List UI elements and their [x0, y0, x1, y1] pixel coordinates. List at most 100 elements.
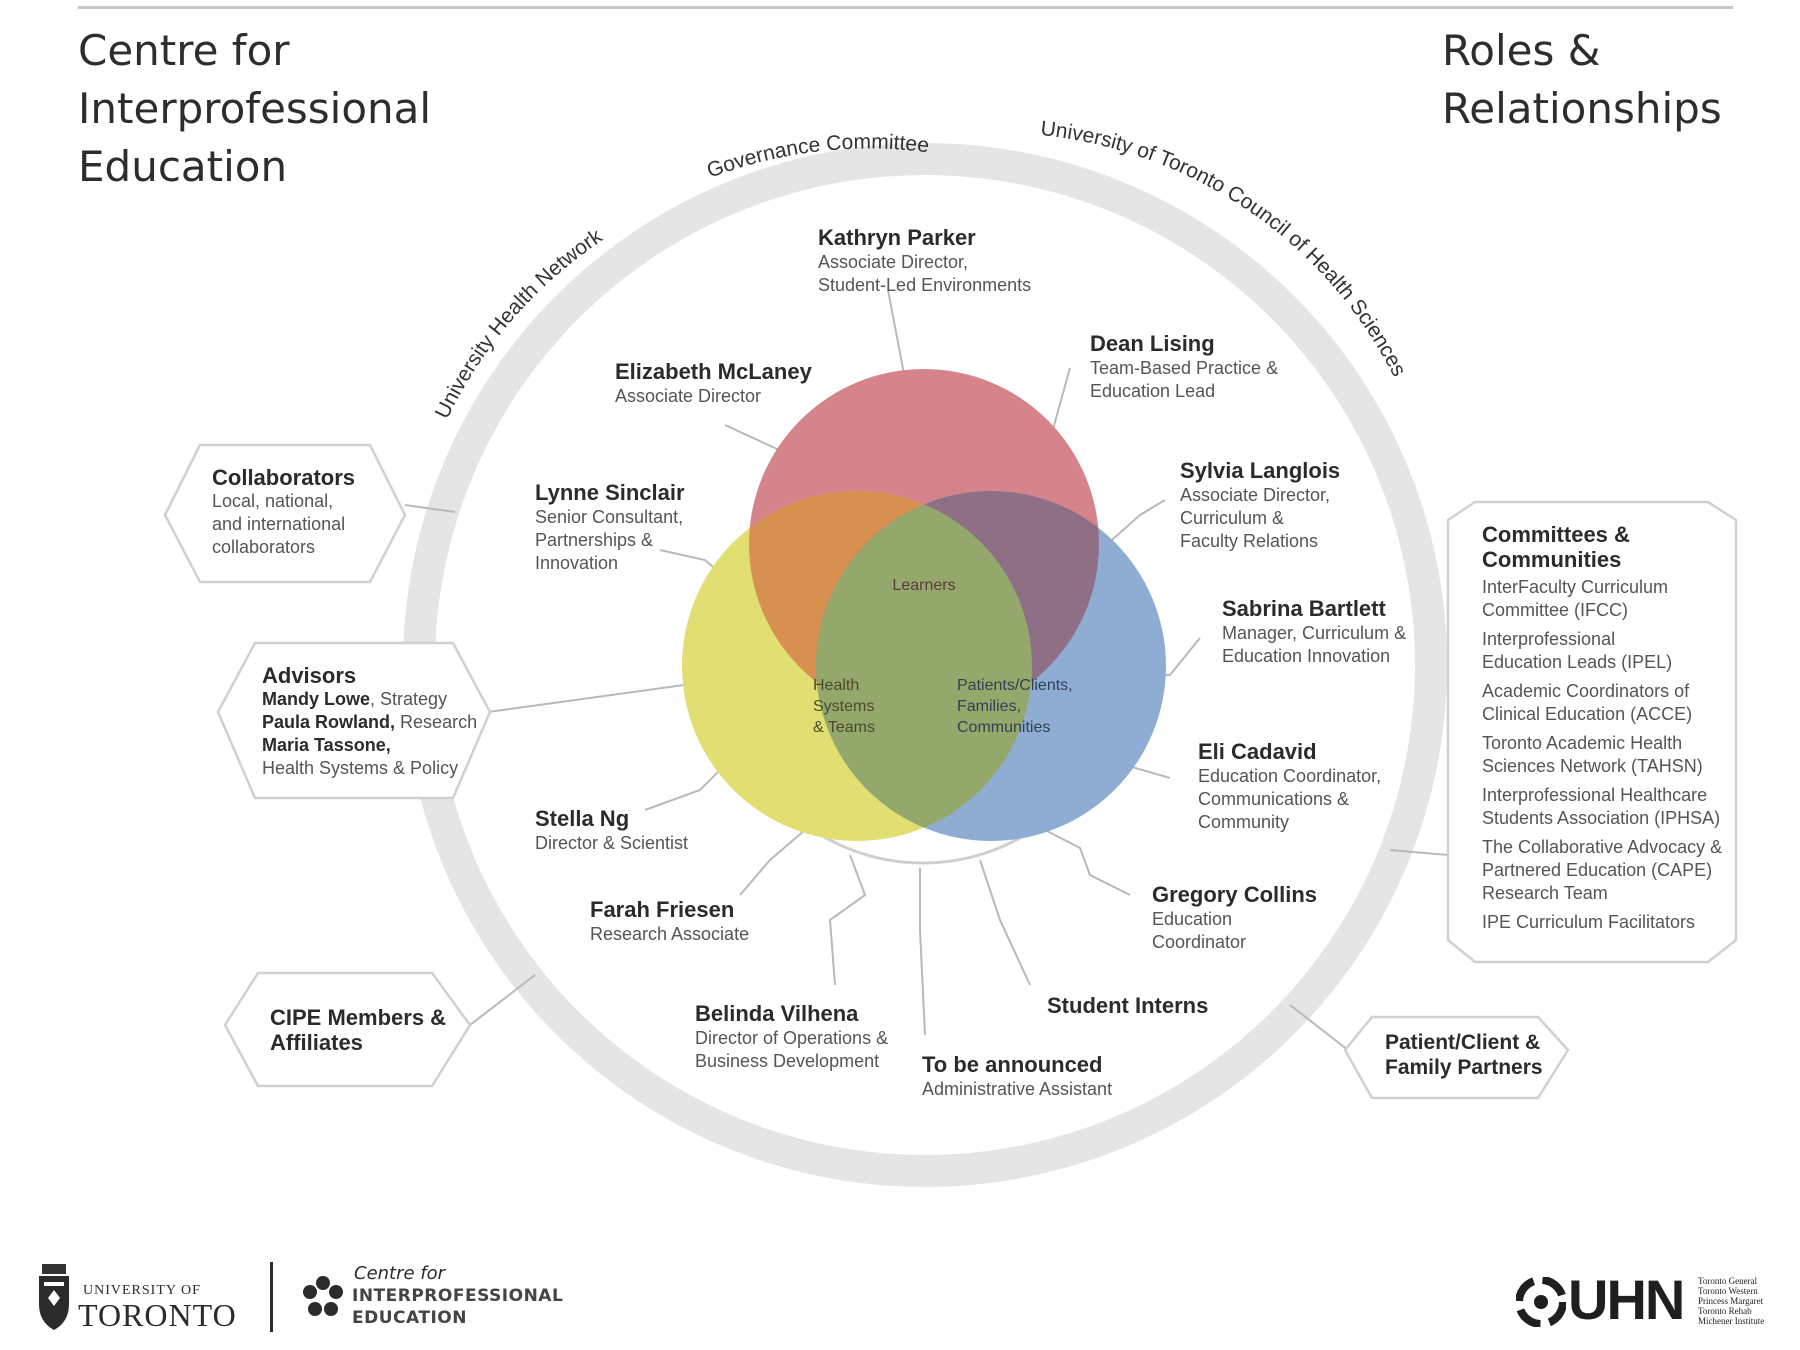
connector-friesen	[739, 829, 806, 896]
uhn-site: Toronto Western	[1698, 1286, 1758, 1296]
person-role: Education Coordinator,	[1198, 766, 1382, 786]
logo-divider	[270, 1262, 273, 1332]
committee-line: Students Association (IPHSA)	[1482, 808, 1721, 828]
person-dean-lising: Dean Lising Team-Based Practice & Educat…	[1090, 331, 1278, 403]
person-name: Gregory Collins	[1152, 882, 1318, 907]
committee-line: Education Leads (IPEL)	[1482, 652, 1673, 672]
person-name: Sylvia Langlois	[1180, 458, 1341, 483]
advisor-line: Health Systems & Policy	[262, 758, 459, 778]
advisor-line: Maria Tassone,	[262, 734, 477, 757]
person-eli-cadavid: Eli Cadavid Education Coordinator, Commu…	[1198, 739, 1381, 834]
venn-label-health: Health Systems & Teams	[813, 677, 879, 736]
advisor-area: Research	[400, 712, 478, 732]
person-role: Communications &	[1198, 789, 1350, 809]
box-title: Affiliates	[270, 1030, 363, 1055]
uhn-site: Toronto Rehab	[1698, 1306, 1752, 1316]
person-sylvia-langlois: Sylvia Langlois Associate Director, Curr…	[1180, 458, 1340, 553]
uhn-site: Princess Margaret	[1698, 1296, 1764, 1306]
committee-line: Clinical Education (ACCE)	[1482, 704, 1693, 724]
advisors-hex	[216, 641, 492, 800]
box-title: Collaborators	[212, 465, 356, 490]
collaborators-box: Collaborators Local, national, and inter…	[212, 465, 355, 559]
committee-line: Toronto Academic Health	[1482, 733, 1683, 753]
person-role: Curriculum &	[1180, 508, 1285, 528]
advisor-line: Paula Rowland, Research	[262, 711, 477, 734]
connector-interns	[979, 859, 1031, 986]
person-name: Dean Lising	[1090, 331, 1215, 356]
person-student-interns: Student Interns	[1047, 993, 1208, 1019]
person-role: Education Innovation	[1222, 646, 1391, 666]
uhn-site: Michener Institute	[1698, 1316, 1765, 1326]
person-role: Associate Director,	[1180, 485, 1331, 505]
person-name: Stella Ng	[535, 806, 630, 831]
person-role: Coordinator	[1152, 932, 1247, 952]
cipe-logo-line: INTERPROFESSIONAL	[352, 1286, 564, 1306]
venn-label-patients: Patients/Clients, Families, Communities	[957, 677, 1077, 736]
person-to-be-announced: To be announced Administrative Assistant	[922, 1052, 1112, 1101]
connector-patient	[1289, 1004, 1349, 1051]
person-name: Eli Cadavid	[1198, 739, 1317, 764]
uhn-sites: Toronto General Toronto Western Princess…	[1698, 1276, 1764, 1326]
person-role: Administrative Assistant	[922, 1079, 1113, 1099]
title-line: Education	[78, 142, 288, 191]
person-role: Team-Based Practice &	[1090, 358, 1279, 378]
collaborators-hex	[163, 443, 407, 584]
committee-line: IPE Curriculum Facilitators	[1482, 912, 1696, 932]
cipe-hex	[223, 971, 472, 1088]
person-lynne-sinclair: Lynne Sinclair Senior Consultant, Partne…	[535, 480, 685, 575]
box-line: collaborators	[212, 537, 316, 557]
box-line: Local, national,	[212, 491, 334, 511]
person-name: Belinda Vilhena	[695, 1001, 859, 1026]
connector-collaborators	[404, 504, 456, 513]
advisor-name: Mandy Lowe	[262, 689, 371, 709]
committee-line: Research Team	[1482, 883, 1608, 903]
person-sabrina-bartlett: Sabrina Bartlett Manager, Curriculum & E…	[1222, 596, 1406, 668]
person-role: Student-Led Environments	[818, 275, 1032, 295]
person-role: Community	[1198, 812, 1290, 832]
top-rule	[78, 6, 1733, 9]
person-role: Education Lead	[1090, 381, 1216, 401]
person-role: Manager, Curriculum &	[1222, 623, 1407, 643]
person-name: Kathryn Parker	[818, 225, 976, 250]
advisor-name: Paula Rowland,	[262, 712, 396, 732]
person-name: Student Interns	[1047, 993, 1209, 1018]
person-role: Research Associate	[590, 924, 750, 944]
box-title: Family Partners	[1385, 1056, 1543, 1079]
advisor-line: Mandy Lowe, Strategy	[262, 688, 477, 711]
connector-collins	[1044, 829, 1131, 896]
cipe-members-box: CIPE Members & Affiliates	[270, 1005, 446, 1055]
person-belinda-vilhena: Belinda Vilhena Director of Operations &…	[695, 1001, 888, 1073]
box-title: Advisors	[262, 663, 357, 688]
box-title: Communities	[1482, 547, 1622, 572]
uoft-crest-icon	[36, 1262, 72, 1332]
uoft-logo-line: TORONTO	[78, 1297, 237, 1333]
advisor-sep: ,	[370, 689, 381, 709]
box-title: CIPE Members &	[270, 1005, 447, 1030]
box-line: and international	[212, 514, 346, 534]
person-role: Senior Consultant,	[535, 507, 684, 527]
committee-line: The Collaborative Advocacy &	[1482, 837, 1723, 857]
person-role: Director of Operations &	[695, 1028, 889, 1048]
person-role: Associate Director,	[818, 252, 969, 272]
committee-line: Sciences Network (TAHSN)	[1482, 756, 1703, 776]
connector-committees	[1389, 849, 1449, 856]
connector-vilhena	[828, 854, 867, 986]
page-subtitle: Roles & Relationships	[1442, 22, 1722, 138]
person-role: Associate Director	[615, 386, 762, 406]
outer-boxes	[163, 443, 1738, 1100]
patient-partners-box: Patient/Client & Family Partners	[1385, 1030, 1543, 1080]
cipe-logo-line: Centre for	[354, 1263, 446, 1284]
person-farah-friesen: Farah Friesen Research Associate	[590, 897, 749, 946]
connector-cipe	[469, 974, 536, 1026]
committee-line: Academic Coordinators of	[1482, 681, 1690, 701]
box-title: Committees &	[1482, 522, 1630, 547]
person-role: Business Development	[695, 1051, 880, 1071]
person-kathryn-parker: Kathryn Parker Associate Director, Stude…	[818, 225, 1031, 297]
venn-label-learners: Learners	[892, 577, 955, 594]
committees-communities-box: Committees & Communities InterFaculty Cu…	[1482, 522, 1732, 934]
person-role: Faculty Relations	[1180, 531, 1319, 551]
cipe-flower-icon	[300, 1274, 346, 1320]
person-role: Education	[1152, 909, 1233, 929]
advisors-box: Advisors Mandy Lowe, Strategy Paula Rowl…	[262, 663, 477, 780]
